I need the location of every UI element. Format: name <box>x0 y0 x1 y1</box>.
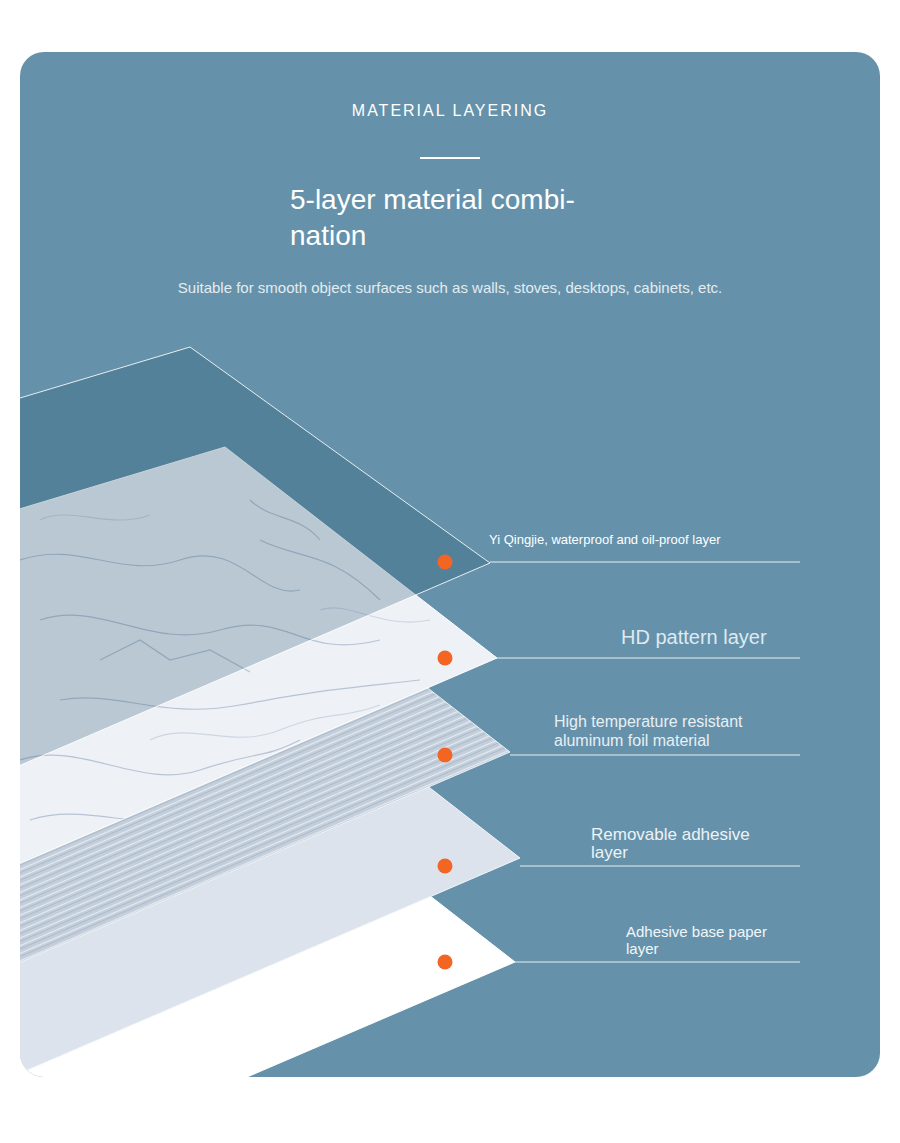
leader-line <box>510 755 800 756</box>
leader-line <box>497 658 800 659</box>
section-heading: MATERIAL LAYERING <box>250 101 650 121</box>
leader-line <box>515 962 800 963</box>
callout-dot <box>438 859 453 874</box>
marble-vein <box>30 760 350 822</box>
main-title: 5-layer material combi- nation <box>290 182 630 254</box>
callout-label: HD pattern layer <box>621 625 801 649</box>
callout-label: Adhesive base paper layer <box>626 923 791 957</box>
callout-dots <box>438 555 453 970</box>
protective-layer <box>20 347 490 817</box>
leader-line <box>490 562 800 563</box>
callout-dot <box>438 651 453 666</box>
callout-dot <box>438 748 453 763</box>
marble-vein <box>150 705 380 740</box>
leader-lines <box>490 562 800 962</box>
callout-label: High temperature resistant aluminum foil… <box>554 712 794 750</box>
title-rule <box>420 157 480 159</box>
leader-line <box>520 866 800 867</box>
callout-label: Removable adhesive layer <box>591 826 776 862</box>
layer-stack <box>20 347 520 1077</box>
callout-label: Yi Qingjie, waterproof and oil-proof lay… <box>489 532 801 548</box>
subtitle: Suitable for smooth object surfaces such… <box>40 278 860 298</box>
callout-dot <box>438 955 453 970</box>
callout-dot <box>438 555 453 570</box>
